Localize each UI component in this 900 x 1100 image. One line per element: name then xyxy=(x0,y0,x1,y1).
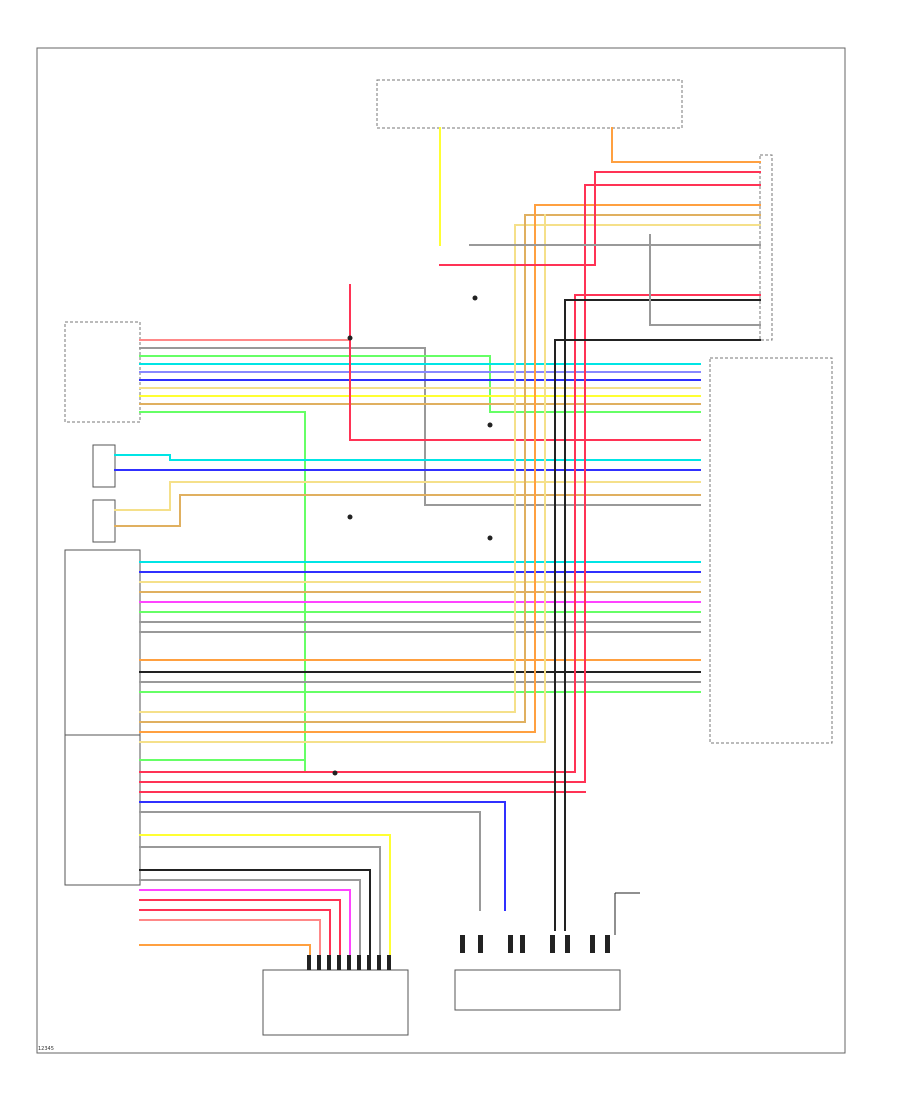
main-wire-bundle xyxy=(139,561,701,693)
bottom-wire-bundle xyxy=(139,834,391,961)
right-speaker-lower xyxy=(92,499,116,543)
speaker-lower-wires xyxy=(114,481,701,527)
center-connector-pins xyxy=(307,955,391,970)
diagram-frame xyxy=(36,47,846,1054)
black-vertical-wire xyxy=(554,339,761,931)
bottom-connector-pins xyxy=(460,935,610,953)
bottom-center-module xyxy=(262,969,409,1036)
right-amplifier-module xyxy=(709,357,833,744)
top-fuse-label-area xyxy=(684,85,724,115)
bottom-right-module xyxy=(454,969,621,1011)
page-code: 12345 xyxy=(38,1046,54,1052)
gray-top-wire-2 xyxy=(649,234,761,326)
red-top-loop xyxy=(439,171,596,266)
ground-symbols xyxy=(614,892,640,935)
upper-wire-bundle xyxy=(139,284,701,771)
splice-points xyxy=(332,295,493,776)
radio-connector-box xyxy=(64,321,141,423)
radio-main-box xyxy=(64,549,141,886)
orange-top-wire xyxy=(611,127,761,163)
black-vertical-wire-2 xyxy=(564,299,761,931)
right-speaker-upper xyxy=(92,444,116,488)
speaker-upper-wires xyxy=(114,454,701,471)
top-fuse-block xyxy=(376,79,683,129)
top-right-connector xyxy=(759,154,773,341)
vertical-wire-bundle xyxy=(139,184,761,911)
lower-left-box xyxy=(64,734,141,886)
